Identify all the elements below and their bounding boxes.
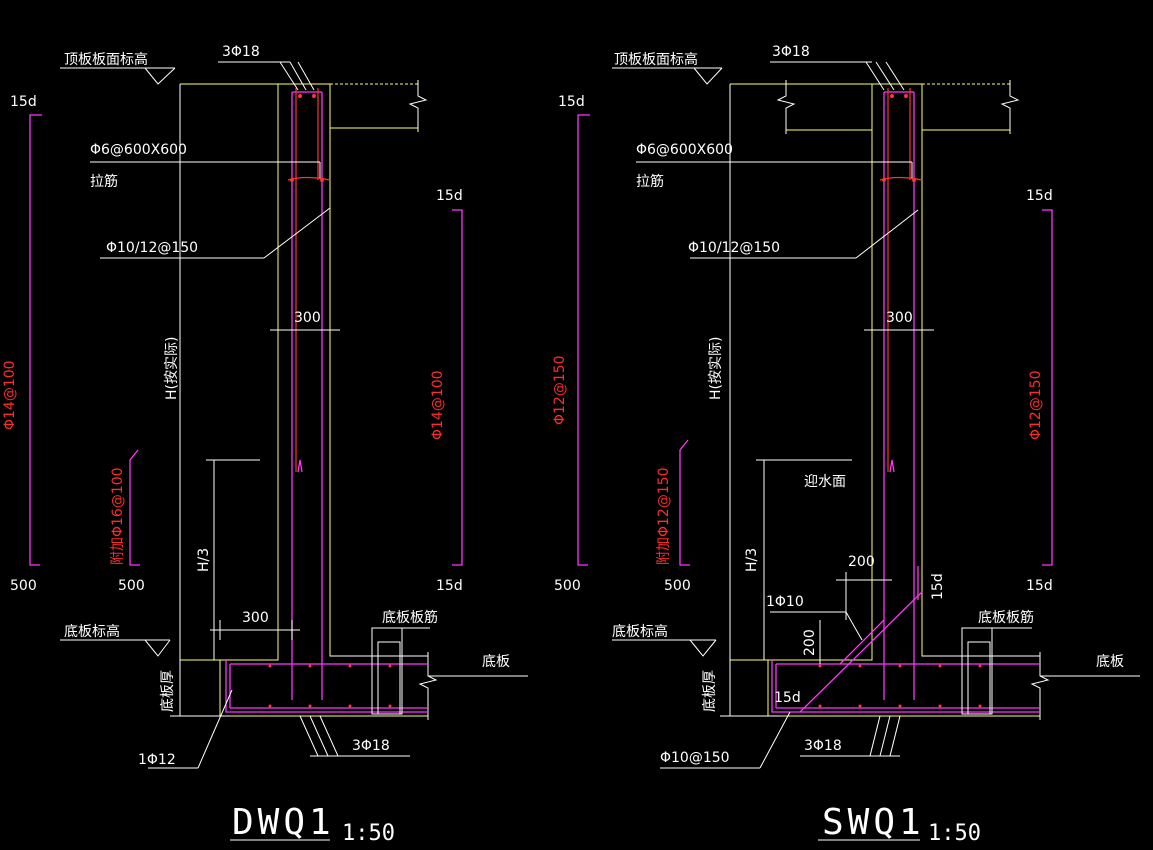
label-height: H(按实际) <box>708 337 724 400</box>
label-wall-width: 300 <box>886 310 913 326</box>
label-vertical-left: Φ12@150 <box>552 355 568 425</box>
label-lap-top-right: 15d <box>1026 188 1053 204</box>
label-bottom-bars: 3Φ18 <box>804 738 842 754</box>
wall-rebar <box>225 88 428 713</box>
lap-lines <box>577 114 1053 566</box>
label-500-a: 500 <box>10 578 37 594</box>
label-top-bars: 3Φ18 <box>772 44 810 60</box>
label-base-width: 300 <box>242 610 269 626</box>
label-lap-bottom-right: 15d <box>1026 578 1053 594</box>
dimensions <box>612 61 1040 841</box>
label-haunch-distribution: Φ10@150 <box>660 750 730 766</box>
label-lap-bottom-right: 15d <box>436 578 463 594</box>
label-base-elevation: 底板标高 <box>612 623 668 640</box>
detail-swq1: 顶板板面标高 3Φ18 15d Φ6@600X600 拉筋 15d Φ10/12… <box>552 44 1140 846</box>
label-corner-bar: 1Φ12 <box>138 752 176 768</box>
label-top-bars: 3Φ18 <box>222 44 260 60</box>
wall-outline <box>180 80 528 720</box>
label-vertical-additional: 附加Φ12@150 <box>656 467 672 565</box>
wall-outline <box>730 80 1140 720</box>
detail-scale: 1:50 <box>928 821 981 846</box>
label-base-elevation: 底板标高 <box>64 623 120 640</box>
lap-lines <box>29 114 463 566</box>
label-500-a: 500 <box>554 578 581 594</box>
label-vertical-left: Φ14@100 <box>2 360 18 430</box>
label-bottom-bars: 3Φ18 <box>352 738 390 754</box>
detail-title: SWQ1 <box>822 802 925 843</box>
label-h3: H/3 <box>744 548 760 572</box>
label-dim-200-b: 200 <box>802 629 818 656</box>
label-500-b: 500 <box>118 578 145 594</box>
label-lap-top-right: 15d <box>436 188 463 204</box>
label-wall-width: 300 <box>294 310 321 326</box>
label-base-thickness: 底板厚 <box>160 670 176 712</box>
label-horizontal-bars: Φ10/12@150 <box>688 240 780 256</box>
label-vertical-right: Φ12@150 <box>1028 370 1044 440</box>
detail-dwq1: 顶板板面标高 3Φ18 15d Φ6@600X600 拉筋 15d Φ10/12… <box>2 44 528 846</box>
label-lap-top-left: 15d <box>558 94 585 110</box>
label-tie-spec: Φ6@600X600 <box>636 142 733 158</box>
label-roof-elevation: 顶板板面标高 <box>614 51 698 68</box>
label-base-thickness: 底板厚 <box>702 670 718 712</box>
label-vertical-additional: 附加Φ16@100 <box>110 467 126 565</box>
label-tie: 拉筋 <box>636 173 664 190</box>
label-roof-elevation: 顶板板面标高 <box>64 51 148 68</box>
label-water-face: 迎水面 <box>804 474 846 490</box>
label-base: 底板 <box>482 654 510 670</box>
label-tie-spec: Φ6@600X600 <box>90 142 187 158</box>
detail-scale: 1:50 <box>342 821 395 846</box>
label-vertical-right: Φ14@100 <box>430 370 446 440</box>
label-500-b: 500 <box>664 578 691 594</box>
label-dim-200-a: 200 <box>848 554 875 570</box>
label-base-bars: 底板板筋 <box>382 609 438 626</box>
label-h3: H/3 <box>196 548 212 572</box>
label-base: 底板 <box>1096 654 1124 670</box>
detail-title: DWQ1 <box>232 802 335 843</box>
label-haunch-bar: 1Φ10 <box>766 594 804 610</box>
dimensions <box>60 61 430 841</box>
label-lap-low: 15d <box>774 690 801 706</box>
label-lap-top-left: 15d <box>10 94 37 110</box>
label-height: H(按实际) <box>164 337 180 400</box>
label-base-bars: 底板板筋 <box>978 609 1034 626</box>
label-tie: 拉筋 <box>90 173 118 190</box>
label-horizontal-bars: Φ10/12@150 <box>106 240 198 256</box>
label-lap-mid: 15d <box>930 573 946 600</box>
